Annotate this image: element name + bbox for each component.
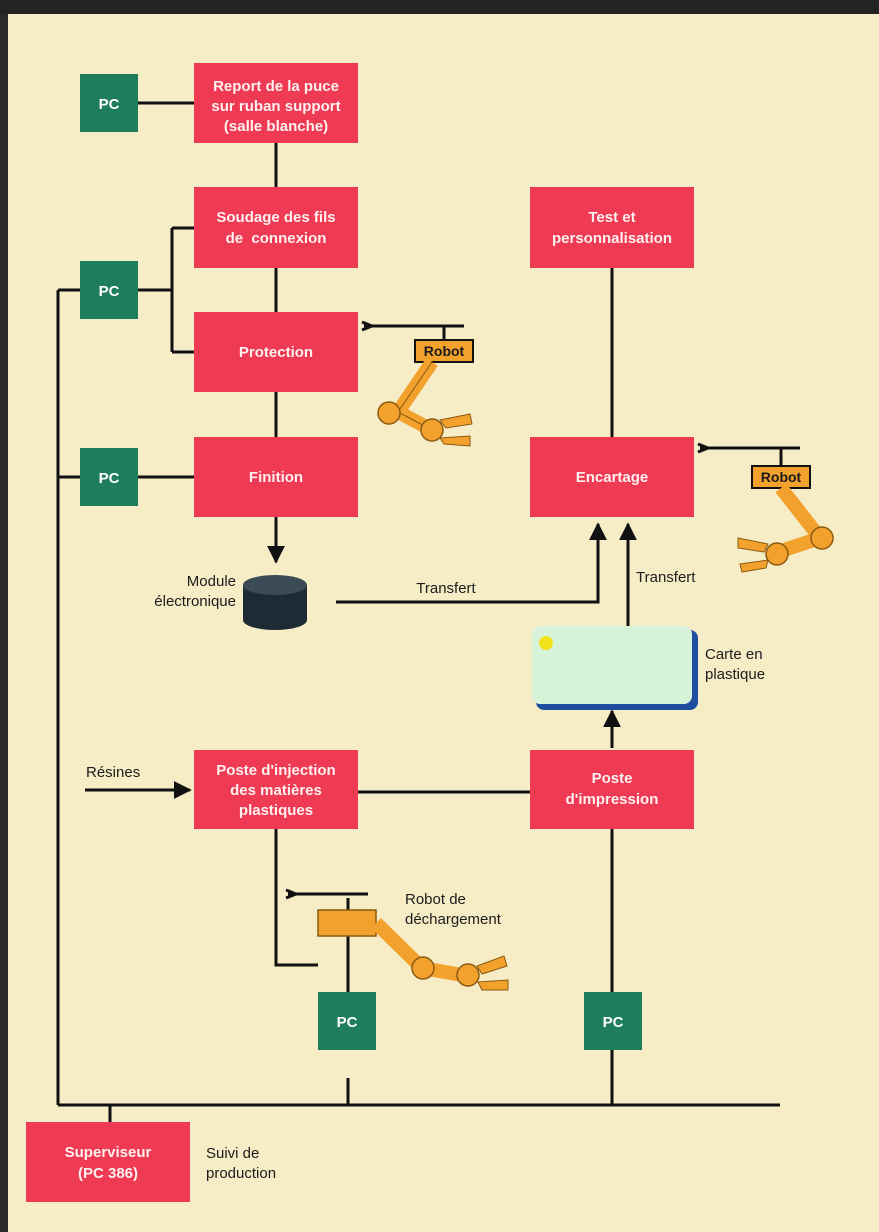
- module-label-2: électronique: [154, 593, 236, 610]
- robot-arm-icon: Robot: [361, 320, 474, 447]
- top-border: [0, 0, 879, 14]
- resines-label: Résines: [86, 764, 140, 781]
- diagram-background: [8, 14, 879, 1232]
- svg-text:PC: PC: [337, 1014, 358, 1031]
- module-electronique-icon: [243, 575, 307, 630]
- robot-dechargement-label-1: Robot de: [405, 891, 466, 908]
- svg-text:de connexion: de connexion: [226, 230, 327, 247]
- svg-text:Finition: Finition: [249, 469, 303, 486]
- svg-text:sur ruban support: sur ruban support: [211, 98, 340, 115]
- protection-box: Protection: [194, 312, 358, 392]
- pc-box-3: PC: [80, 448, 138, 506]
- svg-text:Soudage des fils: Soudage des fils: [216, 209, 335, 226]
- robot-tag-label: Robot: [424, 343, 465, 359]
- svg-text:plastiques: plastiques: [239, 802, 313, 819]
- svg-text:(salle blanche): (salle blanche): [224, 118, 328, 135]
- carte-label-2: plastique: [705, 666, 765, 683]
- carte-label-1: Carte en: [705, 646, 763, 663]
- svg-text:Poste d'injection: Poste d'injection: [216, 762, 335, 779]
- transfert-label-1: Transfert: [416, 580, 476, 597]
- svg-text:Superviseur: Superviseur: [65, 1144, 152, 1161]
- svg-text:PC: PC: [99, 470, 120, 487]
- pc-box-5: PC: [584, 992, 642, 1050]
- suivi-label-2: production: [206, 1165, 276, 1182]
- robot-tag-label: Robot: [761, 469, 802, 485]
- pc-box-2: PC: [80, 261, 138, 319]
- test-personnalisation-box: Test et personnalisation: [530, 187, 694, 268]
- impression-box: Poste d'impression: [530, 750, 694, 829]
- pc-box-4: PC: [318, 992, 376, 1050]
- robot-dechargement-icon: [285, 888, 509, 991]
- svg-text:Encartage: Encartage: [576, 469, 649, 486]
- carte-plastique-icon: [532, 626, 698, 710]
- svg-text:(PC 386): (PC 386): [78, 1165, 138, 1182]
- svg-text:PC: PC: [603, 1014, 624, 1031]
- report-box: Report de la puce sur ruban support (sal…: [194, 63, 358, 143]
- svg-text:d'impression: d'impression: [566, 791, 659, 808]
- svg-text:Poste: Poste: [592, 770, 633, 787]
- module-label-1: Module: [187, 573, 236, 590]
- svg-text:PC: PC: [99, 96, 120, 113]
- finition-box: Finition: [194, 437, 358, 517]
- robot-arm-icon: Robot: [697, 442, 834, 573]
- soudage-box: Soudage des fils de connexion: [194, 187, 358, 268]
- injection-box: Poste d'injection des matières plastique…: [194, 750, 358, 829]
- pc-box-1: PC: [80, 74, 138, 132]
- svg-text:personnalisation: personnalisation: [552, 230, 672, 247]
- svg-text:PC: PC: [99, 283, 120, 300]
- svg-text:des matières: des matières: [230, 782, 322, 799]
- encartage-box: Encartage: [530, 437, 694, 517]
- injection-pc4-link: [274, 829, 318, 967]
- svg-text:Report de la puce: Report de la puce: [213, 78, 339, 95]
- module-transfert-arrow: [336, 522, 607, 604]
- transfert-label-2: Transfert: [636, 569, 696, 586]
- svg-text:Test et: Test et: [588, 209, 635, 226]
- superviseur-box: Superviseur (PC 386): [26, 1122, 190, 1202]
- svg-text:Protection: Protection: [239, 344, 313, 361]
- robot-dechargement-label-2: déchargement: [405, 911, 502, 928]
- connector-lines: [56, 101, 780, 1122]
- suivi-label-1: Suivi de: [206, 1145, 259, 1162]
